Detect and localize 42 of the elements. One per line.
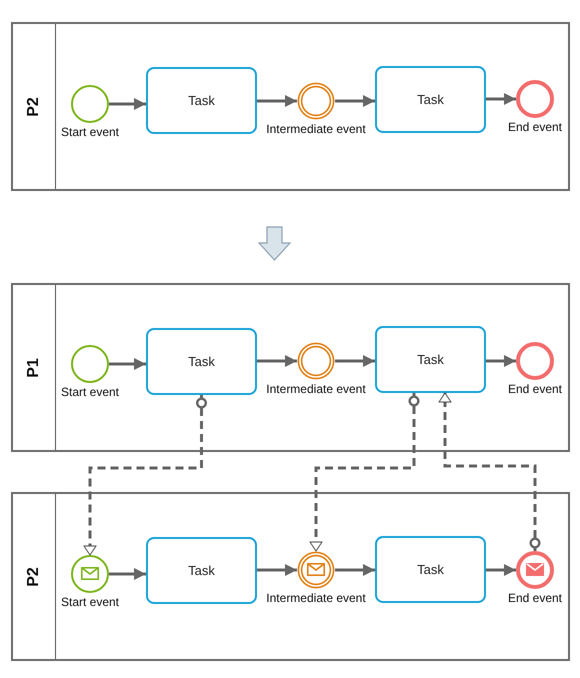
sequence-flow-arrow	[486, 93, 516, 105]
event-label: End event	[508, 120, 562, 134]
sequence-flow-arrow	[257, 355, 297, 367]
sequence-flow-arrow	[486, 564, 516, 576]
task-label: Task	[188, 93, 215, 108]
task-label: Task	[188, 354, 215, 369]
sequence-flow-arrow	[257, 95, 297, 107]
task-label: Task	[417, 562, 444, 577]
message-flow-arrow	[310, 393, 420, 552]
sequence-flow-arrow	[109, 98, 146, 110]
event-label: Intermediate event	[266, 122, 366, 136]
pool	[11, 283, 570, 452]
pool	[11, 22, 570, 191]
message-flow-arrow	[438, 392, 540, 551]
sequence-flow-arrow	[335, 95, 375, 107]
sequence-flow-arrow	[335, 564, 375, 576]
event-label: Intermediate event	[266, 591, 366, 605]
sequence-flow-arrow	[257, 564, 297, 576]
task-box	[146, 67, 257, 134]
task-box	[375, 326, 486, 393]
task-label: Task	[417, 92, 444, 107]
event-label: Start event	[60, 125, 120, 139]
sequence-flow-arrow	[486, 355, 516, 367]
message-flow-arrow	[84, 395, 207, 556]
pool-label: P2	[25, 566, 43, 586]
event-label: Start event	[60, 595, 120, 609]
task-box	[375, 66, 486, 133]
sequence-flow-arrow	[109, 568, 146, 580]
sequence-flow-arrow	[109, 358, 146, 370]
event-label: End event	[508, 591, 562, 605]
event-label: End event	[508, 382, 562, 396]
task-box	[146, 328, 257, 395]
task-box	[375, 536, 486, 603]
task-box	[146, 537, 257, 604]
pool	[11, 492, 570, 661]
sequence-flow-arrow	[335, 355, 375, 367]
task-label: Task	[417, 352, 444, 367]
task-label: Task	[188, 563, 215, 578]
event-label: Intermediate event	[266, 382, 366, 396]
pool-label: P2	[25, 96, 43, 116]
pool-label: P1	[25, 358, 43, 378]
event-label: Start event	[60, 385, 120, 399]
